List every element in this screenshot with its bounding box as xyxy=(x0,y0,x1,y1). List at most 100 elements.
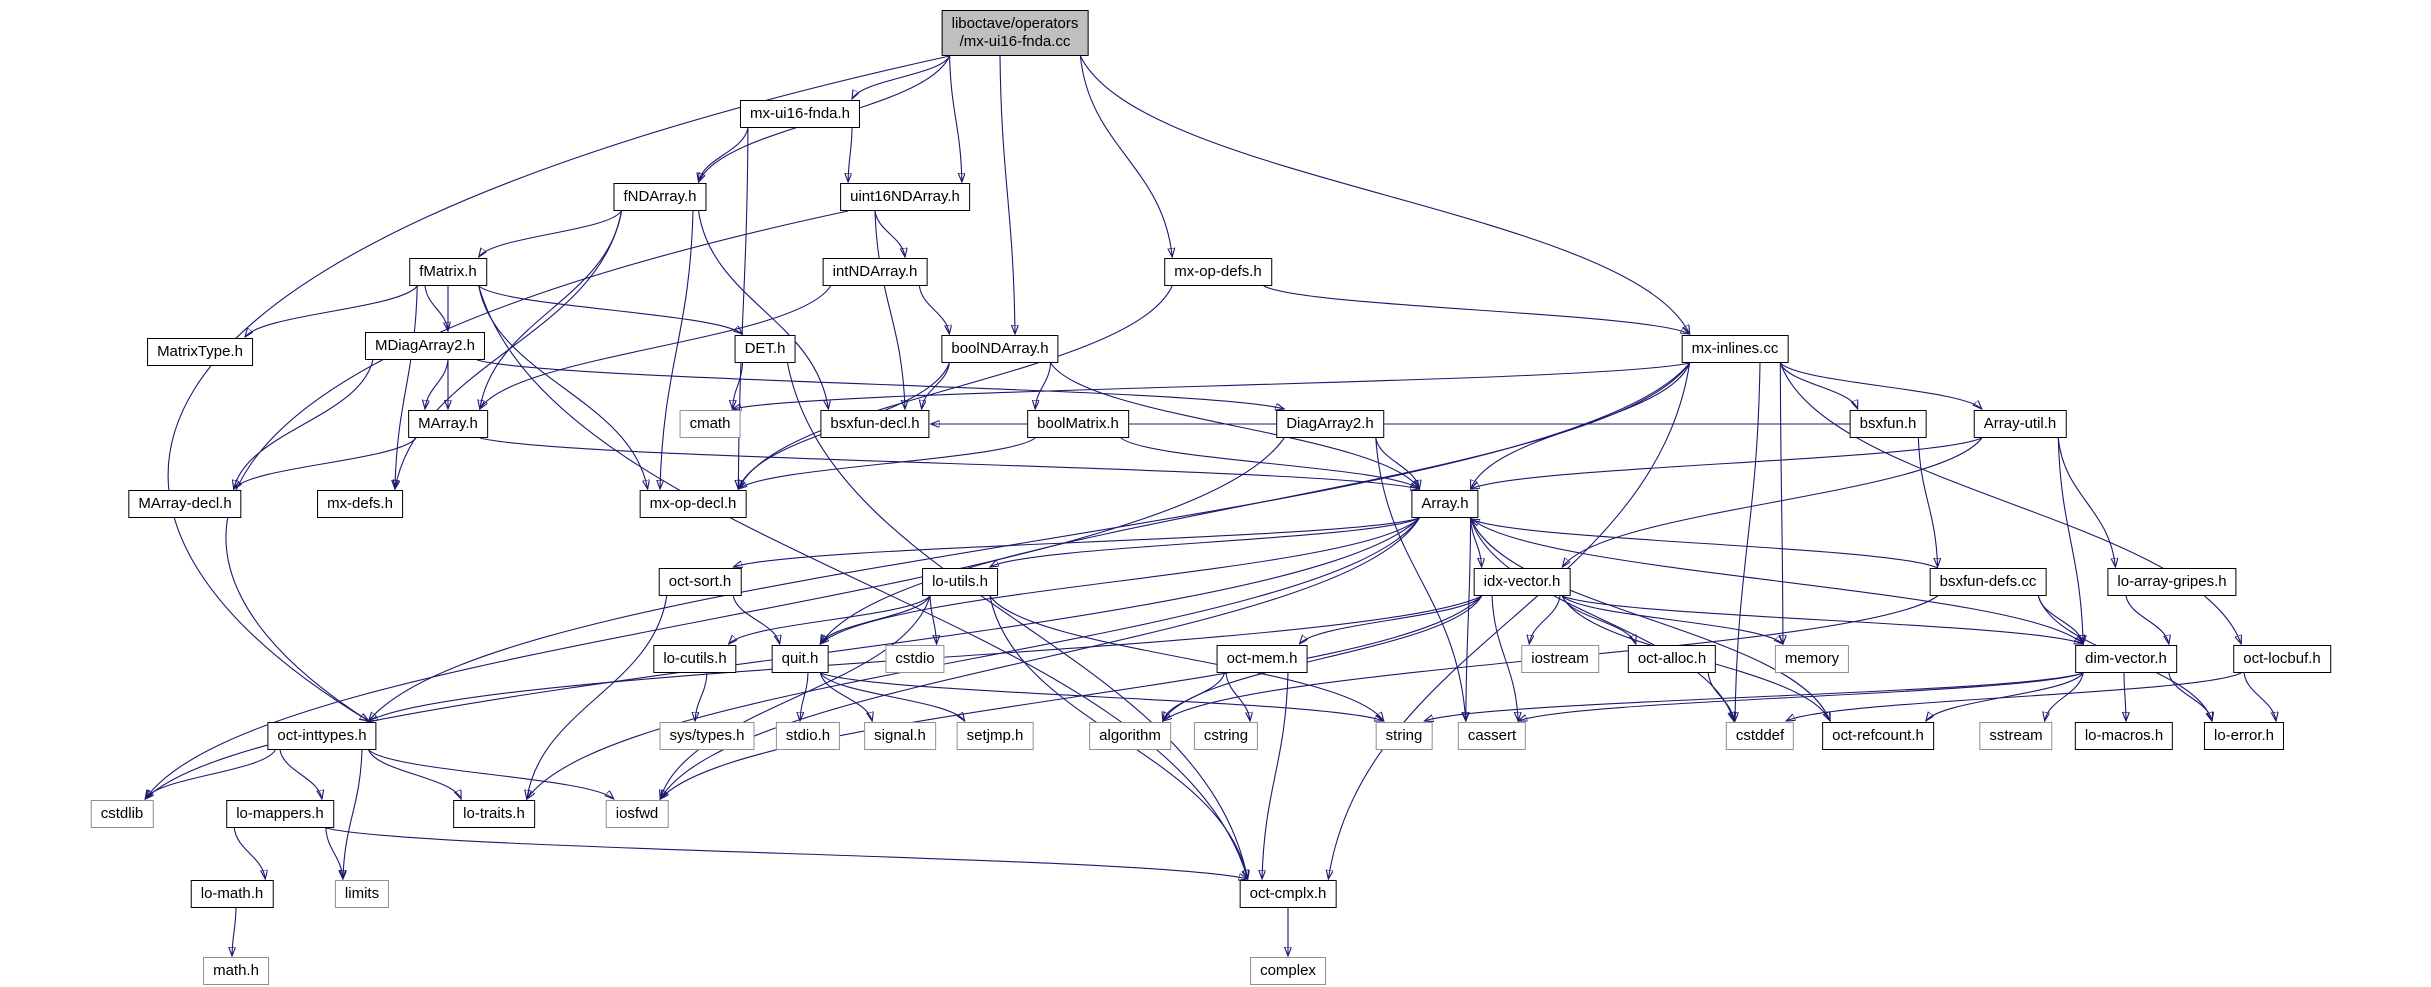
node-cmath[interactable]: cmath xyxy=(679,410,741,438)
include-edge-oct-inttypes.h-to-cstdlib xyxy=(145,749,276,799)
node-idx-vector.h[interactable]: idx-vector.h xyxy=(1473,568,1571,596)
node-lo-math.h[interactable]: lo-math.h xyxy=(190,880,274,908)
node-bsxfun.h[interactable]: bsxfun.h xyxy=(1849,410,1927,438)
include-edge-boolNDArray.h-to-boolMatrix.h xyxy=(1035,362,1052,409)
include-edge-lo-utils.h-to-string xyxy=(989,595,1384,721)
include-edge-oct-locbuf.h-to-cstddef xyxy=(1786,672,2242,721)
node-MDiagArray2.h[interactable]: MDiagArray2.h xyxy=(364,332,486,360)
include-edge-quit.h-to-stdio.h xyxy=(800,672,809,721)
node-cstdlib[interactable]: cstdlib xyxy=(90,800,154,828)
node-signal.h[interactable]: signal.h xyxy=(864,722,936,750)
include-edge-oct-mem.h-to-cstring xyxy=(1225,672,1250,721)
node-oct-refcount.h[interactable]: oct-refcount.h xyxy=(1822,722,1934,750)
node-oct-alloc.h[interactable]: oct-alloc.h xyxy=(1627,645,1717,673)
include-edge-idx-vector.h-to-algorithm xyxy=(1163,595,1483,721)
node-fNDArray.h[interactable]: fNDArray.h xyxy=(613,183,707,211)
include-edge-Array.h-to-oct-sort.h xyxy=(733,517,1420,567)
node-sstream[interactable]: sstream xyxy=(1979,722,2053,750)
include-edge-quit.h-to-setjmp.h xyxy=(819,672,964,721)
node-cstddef[interactable]: cstddef xyxy=(1725,722,1795,750)
include-edge-MArray.h-to-MArray-decl.h xyxy=(234,437,417,489)
include-edge-boolMatrix.h-to-Array.h xyxy=(1120,437,1420,489)
node-algorithm[interactable]: algorithm xyxy=(1089,722,1171,750)
node-lo-macros.h[interactable]: lo-macros.h xyxy=(2074,722,2174,750)
node-lo-array-gripes.h[interactable]: lo-array-gripes.h xyxy=(2107,568,2237,596)
include-edge-lo-utils.h-to-iosfwd xyxy=(660,595,931,799)
node-sys/types.h[interactable]: sys/types.h xyxy=(659,722,755,750)
include-edge-MDiagArray2.h-to-DiagArray2.h xyxy=(476,359,1284,409)
include-edge-fMatrix.h-to-mx-defs.h xyxy=(395,285,418,489)
include-edge-fMatrix.h-to-DET.h xyxy=(478,285,743,334)
node-oct-mem.h[interactable]: oct-mem.h xyxy=(1216,645,1308,673)
node-Array-util.h[interactable]: Array-util.h xyxy=(1973,410,2067,438)
node-oct-sort.h[interactable]: oct-sort.h xyxy=(658,568,742,596)
include-edge-lo-utils.h-to-cstdio xyxy=(929,595,937,644)
include-edge-idx-vector.h-to-iosfwd xyxy=(660,595,1483,799)
node-cstdio[interactable]: cstdio xyxy=(885,645,945,673)
node-lo-utils.h[interactable]: lo-utils.h xyxy=(922,568,998,596)
node-iosfwd[interactable]: iosfwd xyxy=(605,800,669,828)
node-lo-traits.h[interactable]: lo-traits.h xyxy=(453,800,535,828)
include-edge-root-to-boolNDArray.h xyxy=(999,55,1015,334)
node-MatrixType.h[interactable]: MatrixType.h xyxy=(147,338,253,366)
node-setjmp.h[interactable]: setjmp.h xyxy=(956,722,1034,750)
include-edge-idx-vector.h-to-dim-vector.h xyxy=(1562,595,2083,644)
node-oct-cmplx.h[interactable]: oct-cmplx.h xyxy=(1239,880,1337,908)
node-oct-inttypes.h[interactable]: oct-inttypes.h xyxy=(267,722,377,750)
include-edge-mx-inlines.cc-to-cstddef xyxy=(1735,362,1761,721)
node-iostream[interactable]: iostream xyxy=(1521,645,1599,673)
node-uint16NDArray.h[interactable]: uint16NDArray.h xyxy=(840,183,970,211)
node-limits[interactable]: limits xyxy=(334,880,390,908)
node-stdio.h[interactable]: stdio.h xyxy=(775,722,841,750)
include-edge-oct-inttypes.h-to-lo-mappers.h xyxy=(279,749,322,799)
include-edge-lo-math.h-to-math.h xyxy=(232,907,237,956)
node-bsxfun-defs.cc[interactable]: bsxfun-defs.cc xyxy=(1929,568,2047,596)
node-boolMatrix.h[interactable]: boolMatrix.h xyxy=(1027,410,1129,438)
include-edge-fMatrix.h-to-mx-op-decl.h xyxy=(478,285,648,489)
node-lo-error.h[interactable]: lo-error.h xyxy=(2203,722,2285,750)
include-edge-root-to-mx-ui16-fnda.h xyxy=(852,55,951,99)
node-lo-mappers.h[interactable]: lo-mappers.h xyxy=(226,800,334,828)
include-edge-quit.h-to-signal.h xyxy=(819,672,872,721)
include-edge-mx-inlines.cc-to-memory xyxy=(1780,362,1783,644)
node-root[interactable]: liboctave/operators/mx-ui16-fnda.cc xyxy=(941,10,1089,56)
include-edge-MDiagArray2.h-to-MArray-decl.h xyxy=(234,359,374,489)
node-oct-locbuf.h[interactable]: oct-locbuf.h xyxy=(2233,645,2331,673)
include-edge-mx-inlines.cc-to-quit.h xyxy=(820,362,1691,644)
node-MArray-decl.h[interactable]: MArray-decl.h xyxy=(128,490,242,518)
include-edge-mx-ui16-fnda.h-to-uint16NDArray.h xyxy=(848,127,853,182)
node-DiagArray2.h[interactable]: DiagArray2.h xyxy=(1276,410,1384,438)
include-edge-root-to-mx-op-defs.h xyxy=(1079,55,1172,257)
node-boolNDArray.h[interactable]: boolNDArray.h xyxy=(941,335,1059,363)
include-edge-fMatrix.h-to-oct-cmplx.h xyxy=(478,285,1248,879)
node-mx-defs.h[interactable]: mx-defs.h xyxy=(317,490,403,518)
node-Array.h[interactable]: Array.h xyxy=(1411,490,1479,518)
node-mx-inlines.cc[interactable]: mx-inlines.cc xyxy=(1681,335,1789,363)
node-intNDArray.h[interactable]: intNDArray.h xyxy=(822,258,928,286)
node-mx-op-decl.h[interactable]: mx-op-decl.h xyxy=(639,490,747,518)
include-edge-Array.h-to-quit.h xyxy=(820,517,1420,644)
node-bsxfun-decl.h[interactable]: bsxfun-decl.h xyxy=(820,410,930,438)
node-DET.h[interactable]: DET.h xyxy=(734,335,796,363)
node-string[interactable]: string xyxy=(1375,722,1433,750)
node-quit.h[interactable]: quit.h xyxy=(771,645,829,673)
node-mx-op-defs.h[interactable]: mx-op-defs.h xyxy=(1164,258,1272,286)
include-edge-dim-vector.h-to-string xyxy=(1424,672,2084,721)
include-edge-oct-inttypes.h-to-iosfwd xyxy=(368,749,614,799)
node-complex[interactable]: complex xyxy=(1250,957,1326,985)
node-mx-ui16-fnda.h[interactable]: mx-ui16-fnda.h xyxy=(739,100,861,128)
node-cstring[interactable]: cstring xyxy=(1193,722,1259,750)
node-cassert[interactable]: cassert xyxy=(1457,722,1527,750)
node-MArray.h[interactable]: MArray.h xyxy=(408,410,488,438)
node-math.h[interactable]: math.h xyxy=(203,957,269,985)
node-memory[interactable]: memory xyxy=(1774,645,1850,673)
include-edge-mx-ui16-fnda.h-to-fNDArray.h xyxy=(699,127,749,182)
include-edge-DiagArray2.h-to-Array.h xyxy=(1375,437,1420,489)
include-edge-MArray.h-to-Array.h xyxy=(479,437,1420,489)
include-edge-lo-utils.h-to-quit.h xyxy=(820,595,931,644)
include-edge-mx-inlines.cc-to-Array.h xyxy=(1471,362,1691,489)
node-dim-vector.h[interactable]: dim-vector.h xyxy=(2075,645,2177,673)
node-lo-cutils.h[interactable]: lo-cutils.h xyxy=(653,645,737,673)
include-edge-dim-vector.h-to-lo-error.h xyxy=(2168,672,2212,721)
node-fMatrix.h[interactable]: fMatrix.h xyxy=(409,258,487,286)
